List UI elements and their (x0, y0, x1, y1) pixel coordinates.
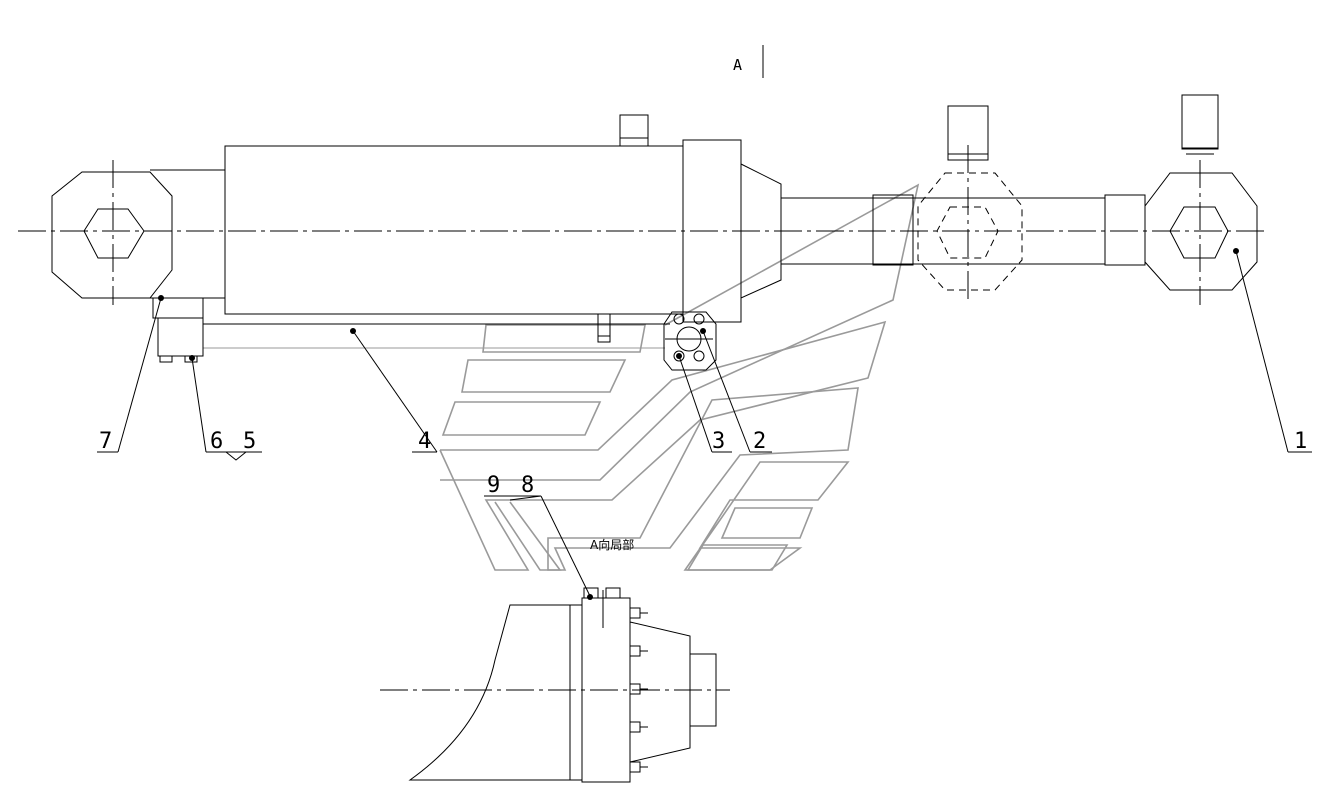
part-number-5: 5 (243, 429, 256, 454)
part-number-3: 3 (712, 429, 725, 454)
part-number-7: 7 (99, 429, 112, 454)
hydraulic-pipe (152, 297, 670, 363)
part-number-1: 1 (1294, 429, 1307, 454)
flange-block (663, 311, 717, 371)
top-port (619, 114, 649, 147)
part-number-8: 8 (521, 473, 534, 498)
middle-clevis (917, 105, 1023, 300)
piston-rod (781, 194, 1105, 266)
right-clevis-eye (1104, 94, 1258, 305)
cylinder-barrel (224, 145, 684, 315)
part-number-4: 4 (418, 429, 431, 454)
part-numbers: 1 2 3 4 5 6 7 8 9 (99, 429, 1307, 498)
left-clevis-eye (51, 160, 225, 305)
cylinder-head (682, 139, 782, 323)
view-caption: A向局部 (590, 537, 634, 552)
part-number-6: 6 (210, 429, 223, 454)
watermark-logo (439, 183, 920, 571)
leaders (97, 248, 1312, 600)
view-label: A (733, 56, 742, 74)
part-number-2: 2 (753, 429, 766, 454)
part-number-9: 9 (487, 473, 500, 498)
bolts (629, 607, 648, 773)
partial-view-a (380, 587, 730, 783)
